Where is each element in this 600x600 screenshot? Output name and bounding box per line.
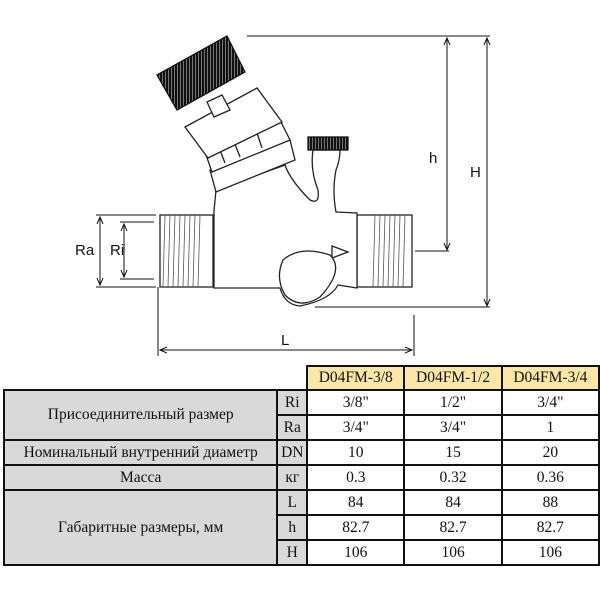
cell: 0.36 (500, 464, 600, 491)
table-row: Номинальный внутренний диаметр DN 10 15 … (2, 439, 600, 466)
cell: 3/4" (306, 414, 406, 441)
cell: 106 (306, 539, 406, 566)
cell: 15 (403, 439, 503, 466)
adjustment-knob (156, 35, 246, 111)
row-label: Масса (2, 464, 279, 491)
dimension-lines (96, 35, 490, 356)
dimension-label-ri: Ri (110, 242, 124, 259)
flow-direction-icon (331, 245, 350, 259)
valve-body (156, 35, 413, 307)
column-header: D04FM-3/4 (500, 365, 600, 391)
column-header: D04FM-1/2 (403, 365, 503, 391)
cell: 3/4" (403, 414, 503, 441)
table-row: Масса кг 0.3 0.32 0.36 (2, 464, 600, 491)
gauge-port-cap (307, 136, 349, 151)
dimension-label-h: h (429, 150, 437, 167)
row-unit: кг (276, 464, 309, 491)
cell: 106 (500, 539, 600, 566)
table-header-row: D04FM-3/8 D04FM-1/2 D04FM-3/4 (4, 365, 600, 391)
cell: 88 (500, 489, 600, 516)
dimension-label-L: L (281, 332, 289, 349)
row-unit: H (276, 539, 309, 566)
cell: 3/8" (306, 389, 406, 416)
cell: 84 (403, 489, 503, 516)
drain-plug (278, 250, 337, 304)
cell: 1 (500, 414, 600, 441)
table-row: H 106 106 106 (4, 539, 600, 566)
specifications-table: D04FM-3/8 D04FM-1/2 D04FM-3/4 Присоедини… (2, 365, 600, 566)
cell: 10 (306, 439, 406, 466)
row-unit: Ra (276, 414, 309, 441)
cell: 82.7 (306, 514, 406, 541)
cell: 0.32 (403, 464, 503, 491)
column-header: D04FM-3/8 (306, 365, 406, 391)
dimension-label-ra: Ra (75, 242, 95, 259)
cell: 20 (500, 439, 600, 466)
row-unit: Ri (276, 389, 309, 416)
cell: 82.7 (500, 514, 600, 541)
table-row: h 82.7 82.7 82.7 (4, 514, 600, 541)
row-unit: L (276, 489, 309, 516)
table-row: Присоединительный размер Ri 3/8" 1/2" 3/… (2, 389, 600, 441)
dimension-label-H: H (470, 164, 481, 181)
cell: 3/4" (500, 389, 600, 416)
cell: 1/2" (403, 389, 503, 416)
row-label: Габаритные размеры, мм (2, 489, 279, 566)
row-unit: DN (276, 439, 309, 466)
row-label: Номинальный внутренний диаметр (2, 439, 279, 466)
valve-technical-drawing: Ra Ri h H L (75, 35, 600, 356)
cell: 84 (306, 489, 406, 516)
row-label: Присоединительный размер (2, 389, 279, 441)
cell: 82.7 (403, 514, 503, 541)
table-row: Габаритные размеры, мм L 84 84 88 (2, 489, 600, 566)
row-unit: h (276, 514, 309, 541)
cell: 0.3 (306, 464, 406, 491)
table-row: Ra 3/4" 3/4" 1 (4, 414, 600, 441)
cell: 106 (403, 539, 503, 566)
